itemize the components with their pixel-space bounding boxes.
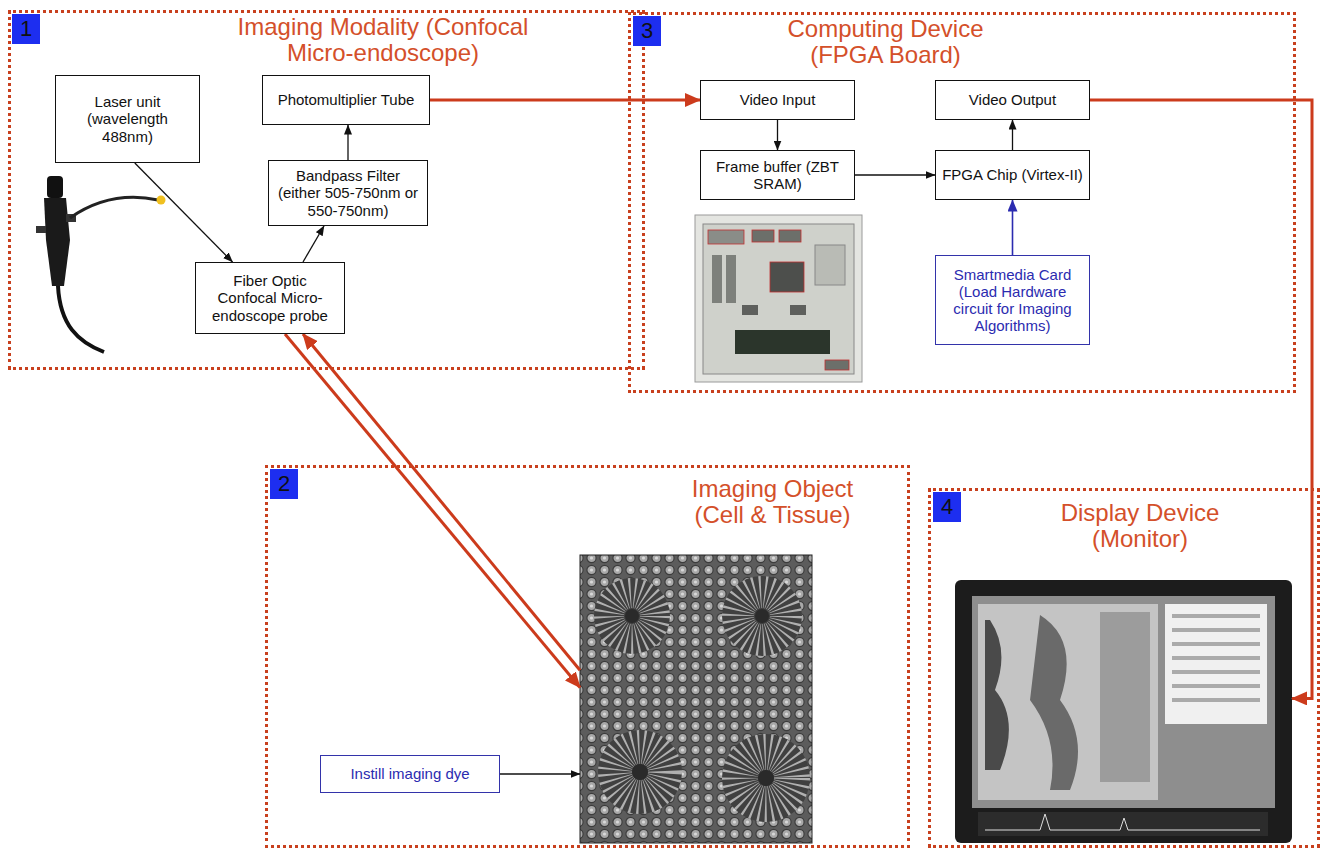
note-label: Smartmedia Card (Load Hardware circuit f… [942,266,1083,335]
panel-title: Imaging Object (Cell & Tissue) [665,476,880,529]
process-box: Photomultiplier Tube [262,75,430,125]
box-label: Laser unit (wavelength 488nm) [62,93,193,145]
monitor-photo [955,580,1292,843]
tissue-micrograph [580,555,812,843]
endoscope-picture [36,176,166,352]
box-label: Video Input [740,91,816,108]
process-box: Bandpass Filter (either 505-750nm or 550… [268,160,428,226]
box-label: Frame buffer (ZBT SRAM) [707,158,848,193]
step-number: 2 [278,473,290,495]
step-badge: 3 [633,16,661,46]
step-badge: 1 [12,14,40,44]
flow-arrow [500,773,580,774]
process-box: Frame buffer (ZBT SRAM) [700,150,855,200]
signal-arrow [285,334,580,688]
box-label: Video Output [969,91,1056,108]
process-box: Laser unit (wavelength 488nm) [55,75,200,163]
step-number: 3 [641,20,653,42]
process-box: Video Input [700,80,855,120]
process-box: Fiber Optic Confocal Micro-endoscope pro… [195,262,345,334]
box-label: Bandpass Filter (either 505-750nm or 550… [275,167,421,219]
flow-arrow [303,226,324,262]
step-badge: 4 [933,492,961,522]
flow-arrow [135,163,233,262]
flow-arrow [1012,200,1014,255]
note-box: Instill imaging dye [320,755,500,793]
flow-arrow [855,174,935,175]
note-label: Instill imaging dye [350,765,469,782]
box-label: Fiber Optic Confocal Micro-endoscope pro… [202,272,338,324]
note-box: Smartmedia Card (Load Hardware circuit f… [935,255,1090,345]
process-box: Video Output [935,80,1090,120]
process-box: FPGA Chip (Virtex-II) [935,150,1090,200]
step-number: 1 [20,18,32,40]
flow-arrow [347,125,348,160]
signal-arrow [1090,100,1312,698]
step-badge: 2 [270,469,298,499]
panel-title: Display Device (Monitor) [1040,500,1240,553]
box-label: FPGA Chip (Virtex-II) [942,166,1083,183]
group-panel: Display Device (Monitor) 4 [928,488,1320,848]
signal-arrow [303,334,580,670]
group-panel: Imaging Modality (Confocal Micro-endosco… [8,10,645,370]
box-label: Photomultiplier Tube [278,91,415,108]
signal-arrow [430,99,700,102]
group-panel: Computing Device (FPGA Board) 3Video Inpu… [628,12,1296,393]
flow-arrow [777,120,778,150]
flow-arrow [1012,120,1013,150]
panel-title: Imaging Modality (Confocal Micro-endosco… [228,14,538,67]
step-number: 4 [941,496,953,518]
group-panel: Imaging Object (Cell & Tissue) 2Instill i… [265,465,910,848]
panel-title: Computing Device (FPGA Board) [768,16,1003,69]
fpga-board-photo [695,215,862,382]
